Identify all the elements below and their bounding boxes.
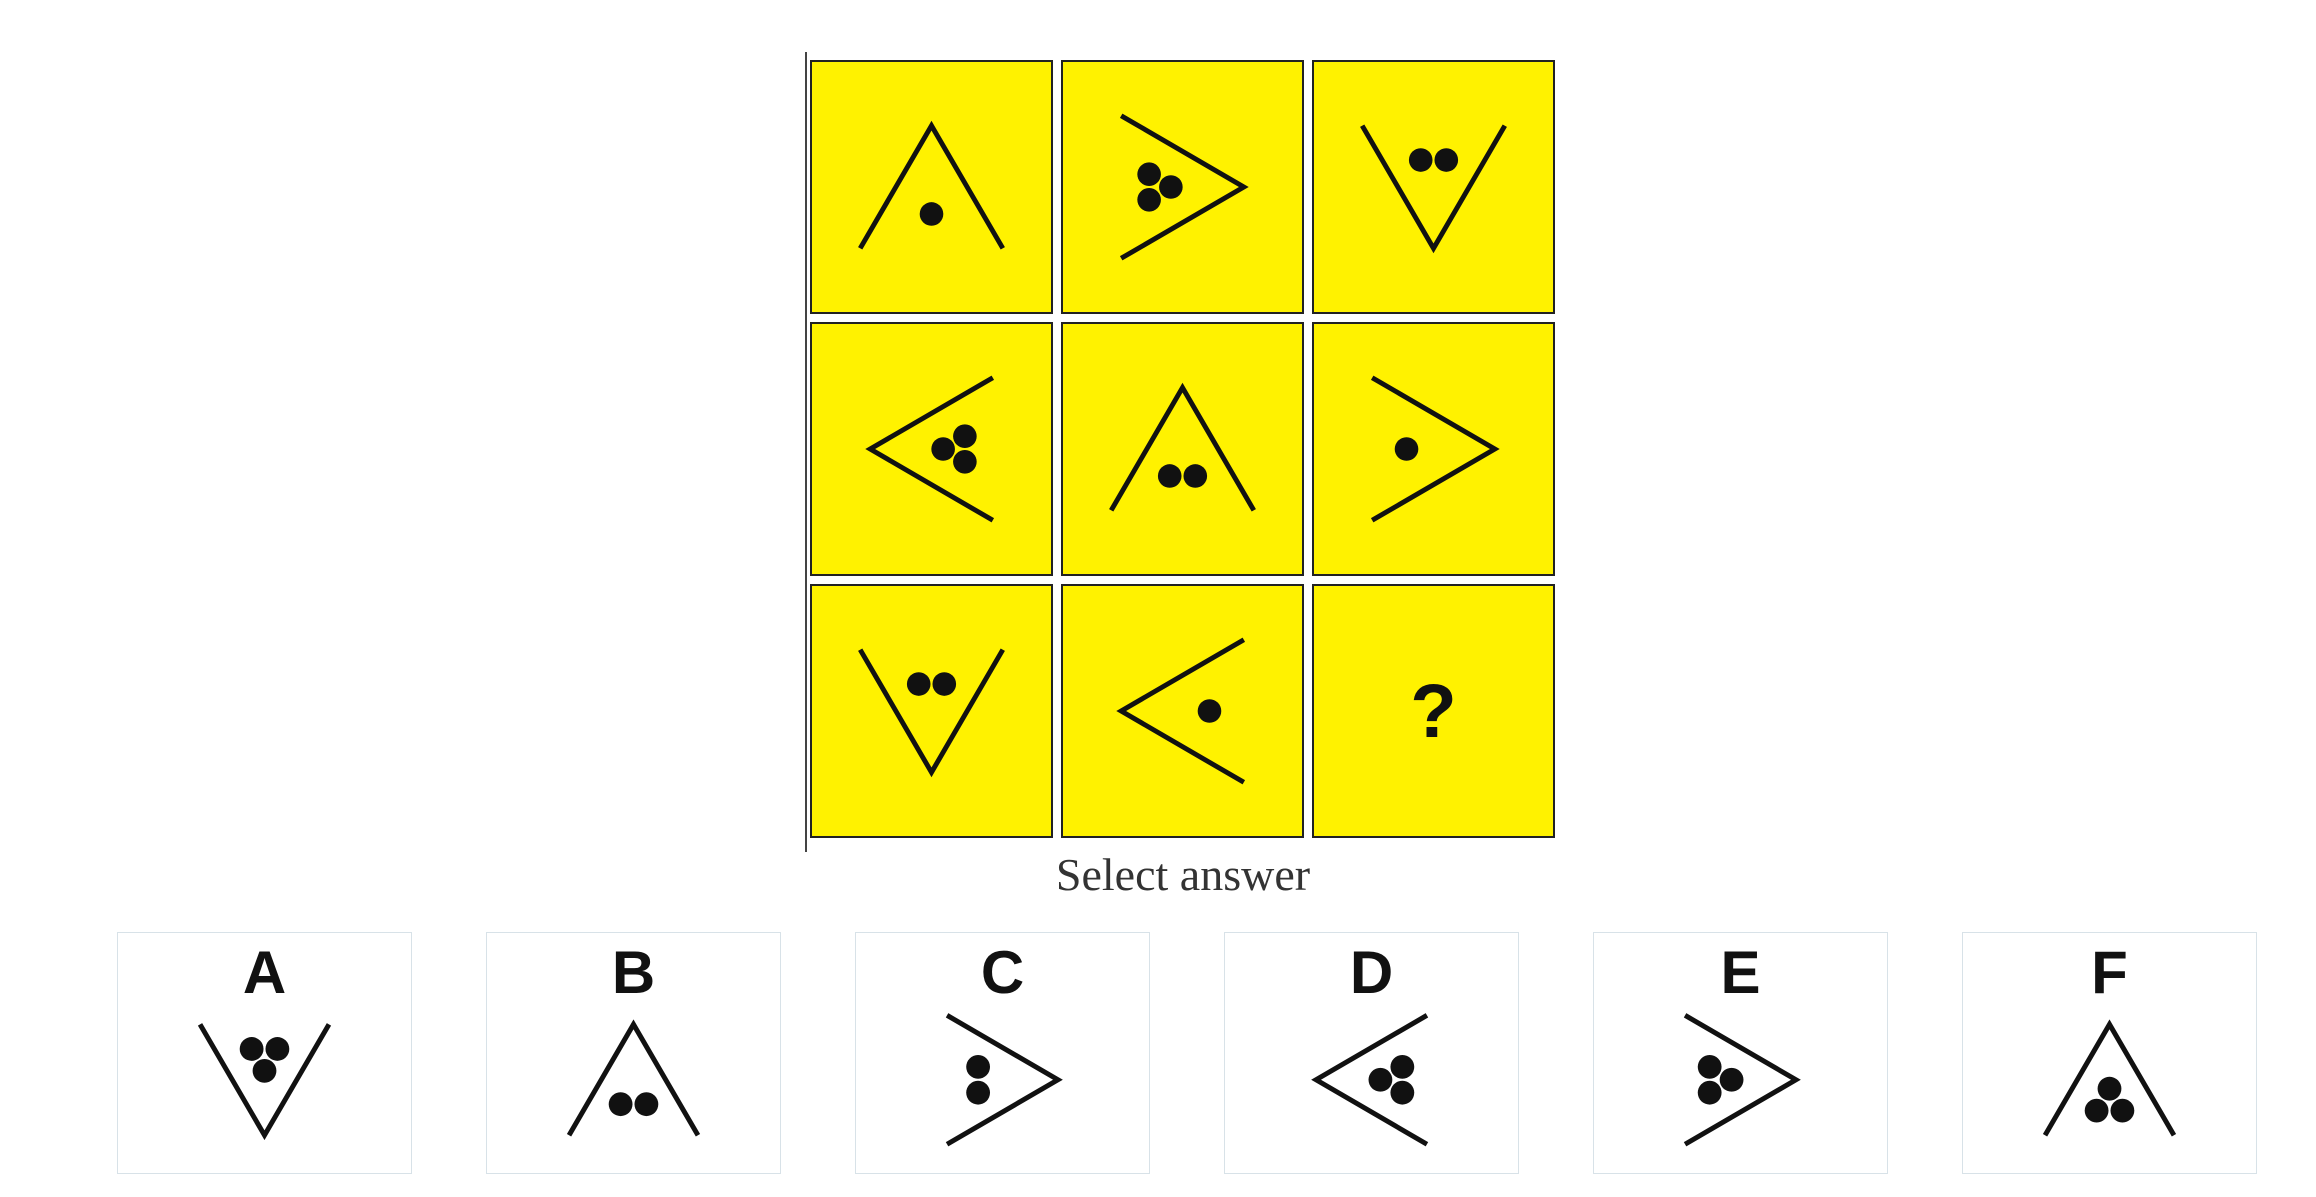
chevron-right-icon [1119,113,1249,261]
option-letter: C [980,939,1025,1006]
figure-drawing [1109,382,1256,512]
figure-drawing [566,1019,701,1137]
figure-drawing [1311,1013,1429,1147]
puzzle-grid: ? [810,60,1555,840]
dot-2 [2084,1098,2109,1123]
chevron-down-icon [858,648,1005,778]
figure-drawing [1360,124,1507,254]
figure-drawing [1683,1013,1801,1147]
option-letter: A [242,939,287,1006]
chevron-right-icon [1370,375,1500,523]
chevron-right-icon [1683,1013,1801,1147]
option-letter: D [1349,939,1394,1006]
grid-cell-missing: ? [1312,584,1555,838]
dot-1 [2097,1076,2122,1101]
grid-cell-1-2 [1061,60,1304,314]
dot-1 [1137,162,1161,187]
figure-drawing [1119,113,1249,261]
dot-1 [906,672,931,696]
option-letter: E [1720,939,1761,1006]
dot-2 [634,1092,659,1117]
question-mark: ? [1410,668,1457,754]
dot-2 [953,449,977,474]
select-answer-prompt: Select answer [1055,849,1311,900]
dot-1 [966,1054,991,1079]
figure-drawing [865,375,995,523]
dot-1 [1697,1054,1722,1079]
dot-2 [1434,148,1459,172]
figure-drawing [858,648,1005,778]
dot-3 [1719,1067,1744,1092]
chevron-up-icon [1109,382,1256,512]
figure-drawing [945,1013,1063,1147]
answer-option-e[interactable]: E [1593,932,1888,1174]
option-letter: B [611,939,656,1006]
grid-cell-2-2 [1061,322,1304,576]
answer-option-c[interactable]: C [855,932,1150,1174]
dot-1 [953,424,977,449]
chevron-down-icon [1360,124,1507,254]
dot-2 [932,672,957,696]
dot-1 [1197,699,1222,723]
figure-drawing [197,1023,332,1141]
figure-drawing [1116,637,1246,785]
dot-1 [1394,437,1419,461]
dot-2 [1183,464,1208,488]
dot-3 [2110,1098,2135,1123]
answer-option-b[interactable]: B [486,932,781,1174]
chevron-up-icon [2042,1019,2177,1137]
dot-2 [265,1037,290,1061]
dot-1 [608,1092,633,1117]
grid-cell-3-2 [1061,584,1304,838]
dot-3 [1368,1067,1393,1092]
option-letter: F [2091,939,2128,1006]
chevron-left-icon [1116,637,1246,785]
figure-drawing [1370,375,1500,523]
chevron-right-icon [945,1013,1063,1147]
dot-1 [1390,1054,1415,1079]
dot-2 [966,1080,991,1105]
grid-cell-2-3 [1312,322,1555,576]
answer-option-a[interactable]: A [117,932,412,1174]
grid-cell-1-3 [1312,60,1555,314]
dot-1 [1157,464,1182,488]
dot-3 [1159,175,1183,199]
dot-2 [1390,1080,1415,1105]
chevron-left-icon [865,375,995,523]
dot-1 [1408,148,1433,172]
grid-cell-1-1 [810,60,1053,314]
chevron-up-icon [858,120,1005,250]
figure-drawing [858,120,1005,250]
dot-2 [1697,1080,1722,1105]
chevron-up-icon [566,1019,701,1137]
puzzle-frame-line [805,52,807,852]
dot-2 [1137,187,1161,212]
dot-1 [239,1037,264,1061]
grid-cell-3-1 [810,584,1053,838]
figure-drawing [2042,1019,2177,1137]
answer-option-d[interactable]: D [1224,932,1519,1174]
answer-option-f[interactable]: F [1962,932,2257,1174]
chevron-left-icon [1311,1013,1429,1147]
dot-3 [252,1058,277,1083]
chevron-down-icon [197,1023,332,1141]
grid-cell-2-1 [810,322,1053,576]
dot-1 [919,202,944,226]
dot-3 [931,437,955,461]
